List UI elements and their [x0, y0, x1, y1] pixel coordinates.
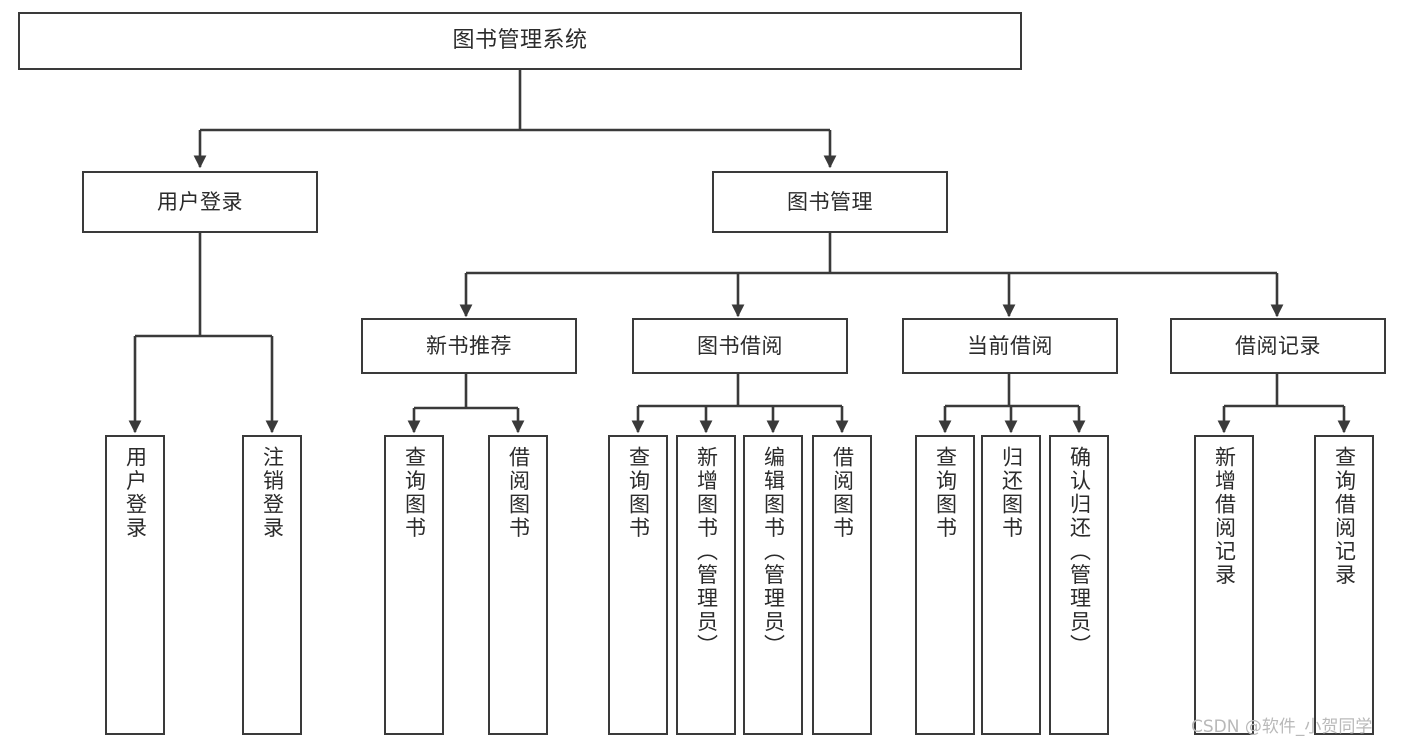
node-leaf-borrow-book-recommend[interactable]: 借阅图书: [488, 435, 548, 735]
node-label: 借阅图书: [506, 446, 531, 540]
node-leaf-query-book-current[interactable]: 查询图书: [915, 435, 975, 735]
node-label: 用户登录: [123, 446, 148, 540]
node-leaf-borrow-book[interactable]: 借阅图书: [812, 435, 872, 735]
node-leaf-logout[interactable]: 注销登录: [242, 435, 302, 735]
node-label: 查询图书: [933, 446, 958, 540]
node-book-borrow[interactable]: 图书借阅: [632, 318, 848, 374]
node-leaf-query-borrow-record[interactable]: 查询借阅记录: [1314, 435, 1374, 735]
node-label: 确认归还（管理员）: [1067, 446, 1092, 658]
node-label: 编辑图书（管理员）: [761, 446, 786, 658]
node-label: 当前借阅: [967, 333, 1053, 358]
node-leaf-query-book-recommend[interactable]: 查询图书: [384, 435, 444, 735]
node-label: 借阅图书: [830, 446, 855, 540]
node-label: 新增图书（管理员）: [694, 446, 719, 658]
node-label: 归还图书: [999, 446, 1024, 540]
node-borrow-record[interactable]: 借阅记录: [1170, 318, 1386, 374]
node-label: 图书管理系统: [452, 28, 588, 54]
node-user-login[interactable]: 用户登录: [82, 171, 318, 233]
node-leaf-add-borrow-record[interactable]: 新增借阅记录: [1194, 435, 1254, 735]
node-label: 查询图书: [626, 446, 651, 540]
node-label: 图书借阅: [697, 333, 783, 358]
node-leaf-add-book-admin[interactable]: 新增图书（管理员）: [676, 435, 736, 735]
node-label: 用户登录: [157, 189, 243, 214]
node-root-book-management-system[interactable]: 图书管理系统: [18, 12, 1022, 70]
node-leaf-edit-book-admin[interactable]: 编辑图书（管理员）: [743, 435, 803, 735]
node-new-book-recommend[interactable]: 新书推荐: [361, 318, 577, 374]
node-label: 借阅记录: [1235, 333, 1321, 358]
watermark-text: CSDN @软件_小贺同学: [1191, 717, 1373, 737]
node-label: 查询借阅记录: [1332, 446, 1357, 587]
node-leaf-return-book[interactable]: 归还图书: [981, 435, 1041, 735]
node-leaf-user-login[interactable]: 用户登录: [105, 435, 165, 735]
node-book-management[interactable]: 图书管理: [712, 171, 948, 233]
node-leaf-confirm-return-admin[interactable]: 确认归还（管理员）: [1049, 435, 1109, 735]
node-label: 注销登录: [260, 446, 285, 540]
node-leaf-query-book-borrow[interactable]: 查询图书: [608, 435, 668, 735]
node-current-borrow[interactable]: 当前借阅: [902, 318, 1118, 374]
node-label: 新书推荐: [426, 333, 512, 358]
node-label: 图书管理: [787, 189, 873, 214]
node-label: 查询图书: [402, 446, 427, 540]
node-label: 新增借阅记录: [1212, 446, 1237, 587]
